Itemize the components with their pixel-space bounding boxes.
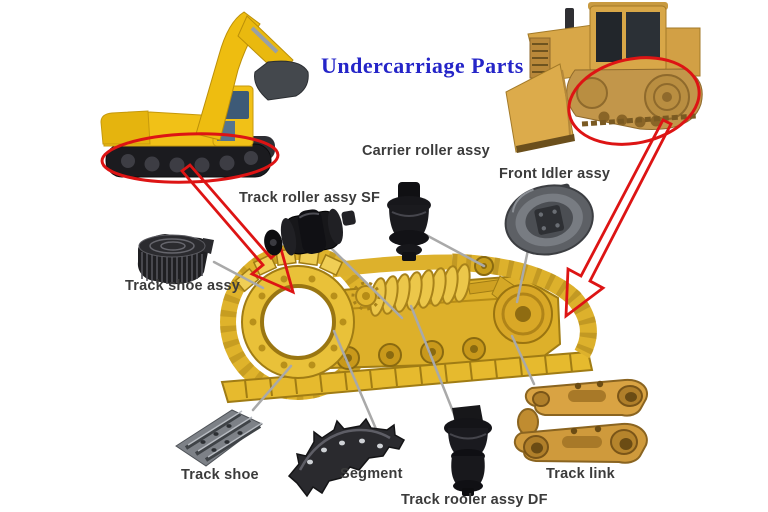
leader-track-shoe [251,364,293,412]
leader-segment [332,329,381,438]
label-segment: Segment [340,466,403,482]
page-title: Undercarriage Parts [321,53,524,78]
arrow-excavator-to-assembly [179,163,296,295]
leader-track-roller-sf [328,245,404,320]
segment-image [287,417,406,498]
leader-track-link [510,334,536,386]
label-track-rooler-assy-df: Track rooler assy DF [401,492,548,508]
track-shoe-image [175,409,263,467]
label-front-idler-assy: Front Idler assy [499,166,611,182]
carrier-roller-assy-image [387,182,431,261]
leader-track-shoe-assy [212,260,265,290]
front-idler-assy-image [504,183,594,256]
track-roller-assy-sf-image [264,208,356,256]
leader-front-idler [515,248,530,304]
excavator-illustration [100,11,309,178]
track-shoe-assy-image [137,234,214,285]
track-rooler-assy-df-image [444,405,492,496]
highlight-ellipse-bulldozer [567,56,701,146]
label-track-shoe: Track shoe [181,467,259,483]
label-track-shoe-assy: Track shoe assy [125,278,241,294]
bulldozer-illustration [505,2,703,153]
track-group-assembly-illustration [220,244,597,404]
track-link-image [513,378,648,464]
label-carrier-roller-assy: Carrier roller assy [362,143,490,159]
label-track-roller-assy-sf: Track roller assy SF [239,190,381,206]
arrow-bulldozer-to-assembly [564,118,673,319]
label-track-link: Track link [546,466,615,482]
